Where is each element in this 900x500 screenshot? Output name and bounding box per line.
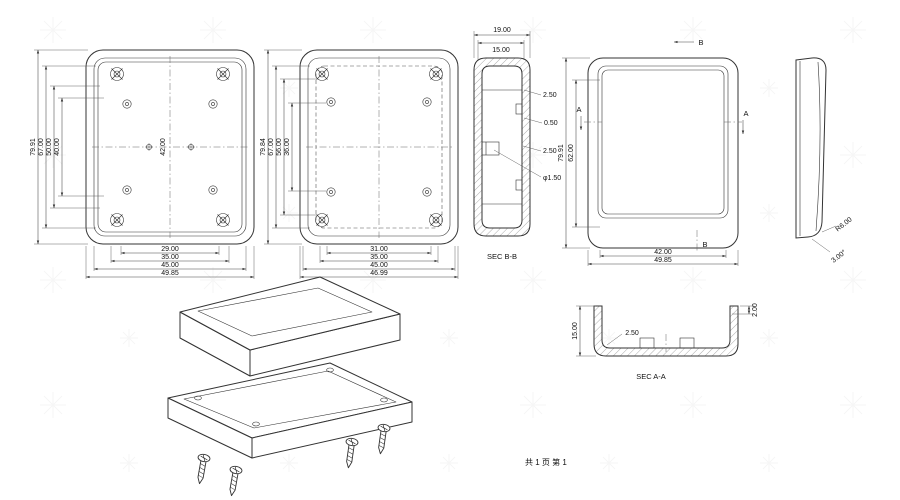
radius-leader bbox=[821, 225, 837, 233]
view-isometric bbox=[167, 276, 413, 498]
dim-height-67: 67.00 bbox=[268, 138, 275, 156]
wall-notch bbox=[515, 103, 523, 115]
iso-lid bbox=[179, 276, 401, 377]
front-outline bbox=[587, 57, 739, 249]
dim-depth-19: 19.00 bbox=[493, 27, 511, 34]
dim-height-36: 36.00 bbox=[284, 138, 291, 156]
extension-lines bbox=[34, 49, 255, 279]
screw-boss-section bbox=[639, 337, 655, 349]
dim-width-overall: 46.99 bbox=[370, 270, 388, 277]
view-section-bb: 19.00 15.00 2.50 0.50 2.50 φ1.50 SEC B-B bbox=[473, 27, 561, 261]
dim-depth-15: 15.00 bbox=[492, 47, 510, 54]
side-outline bbox=[795, 57, 827, 239]
view-front: B B A A 79.91 62.00 42.00 49.85 bbox=[558, 38, 749, 266]
base-screw-hole bbox=[380, 397, 388, 403]
dimension-lines bbox=[36, 49, 255, 279]
screw-boss-section bbox=[481, 141, 500, 156]
section-bb-wall bbox=[473, 57, 531, 237]
section-aa-title: SEC A-A bbox=[636, 372, 666, 381]
dim-height-67: 67.00 bbox=[38, 138, 45, 156]
dim-width-42: 42.00 bbox=[654, 249, 672, 256]
dim-hole-diameter: φ1.50 bbox=[543, 175, 561, 182]
view-section-aa: 15.00 2.50 2.00 SEC A-A bbox=[572, 303, 759, 381]
angle-leader bbox=[811, 238, 831, 253]
dim-rib-2-50: 2.50 bbox=[543, 148, 557, 155]
dim-width-45: 45.00 bbox=[161, 262, 179, 269]
dim-height-overall: 79.91 bbox=[30, 138, 37, 156]
dim-height-50: 50.00 bbox=[46, 138, 53, 156]
front-panel-inner bbox=[601, 69, 725, 215]
screw-boss-section bbox=[679, 337, 695, 349]
base-screw-hole bbox=[252, 421, 260, 427]
dim-center: 42.00 bbox=[160, 138, 167, 156]
dimension-lines bbox=[473, 33, 531, 45]
dim-width-35: 35.00 bbox=[370, 254, 388, 261]
lid-recess-panel bbox=[197, 287, 373, 337]
section-b-label-bottom: B bbox=[702, 240, 707, 249]
dim-height-overall: 79.84 bbox=[260, 138, 267, 156]
view-base-top: 42.00 79.91 67.00 50.00 40.00 29.00 35.0… bbox=[30, 49, 255, 279]
dim-height-overall: 79.91 bbox=[558, 144, 565, 162]
dimension-lines bbox=[564, 57, 739, 266]
dimension-lines bbox=[266, 49, 459, 279]
leader-lines bbox=[493, 89, 543, 178]
dim-width-45: 45.00 bbox=[370, 262, 388, 269]
side-draft-curve bbox=[815, 61, 821, 232]
dim-height-62: 62.00 bbox=[568, 144, 575, 162]
base-screw-hole bbox=[194, 395, 202, 401]
dim-base-height: 15.00 bbox=[572, 322, 579, 340]
dim-width-31: 31.00 bbox=[370, 246, 388, 253]
view-lid-top: 79.84 67.00 56.00 36.00 31.00 35.00 45.0… bbox=[260, 49, 459, 279]
dim-width-29: 29.00 bbox=[161, 246, 179, 253]
wall-notch bbox=[515, 179, 523, 191]
front-panel-recess bbox=[597, 65, 729, 219]
section-aa-wall bbox=[593, 305, 739, 357]
dim-wall-2-50: 2.50 bbox=[543, 92, 557, 99]
dim-width-overall: 49.85 bbox=[654, 257, 672, 264]
section-a-label-right: A bbox=[743, 109, 748, 118]
dim-width-overall: 49.85 bbox=[161, 270, 179, 277]
dim-gap-0-50: 0.50 bbox=[544, 120, 558, 127]
dimension-lines bbox=[578, 305, 751, 357]
base-screw-hole bbox=[326, 367, 334, 373]
dim-lip-2-00: 2.00 bbox=[752, 303, 759, 317]
dim-height-56: 56.00 bbox=[276, 138, 283, 156]
section-a-label-left: A bbox=[576, 105, 581, 114]
dim-wall-2-50: 2.50 bbox=[625, 330, 639, 337]
dim-width-35: 35.00 bbox=[161, 254, 179, 261]
sheet-footer: 共 1 页 第 1 bbox=[525, 457, 567, 467]
dim-height-40: 40.00 bbox=[54, 138, 61, 156]
section-bb-title: SEC B-B bbox=[487, 252, 517, 261]
iso-base bbox=[167, 362, 413, 459]
section-b-label-top: B bbox=[698, 38, 703, 47]
